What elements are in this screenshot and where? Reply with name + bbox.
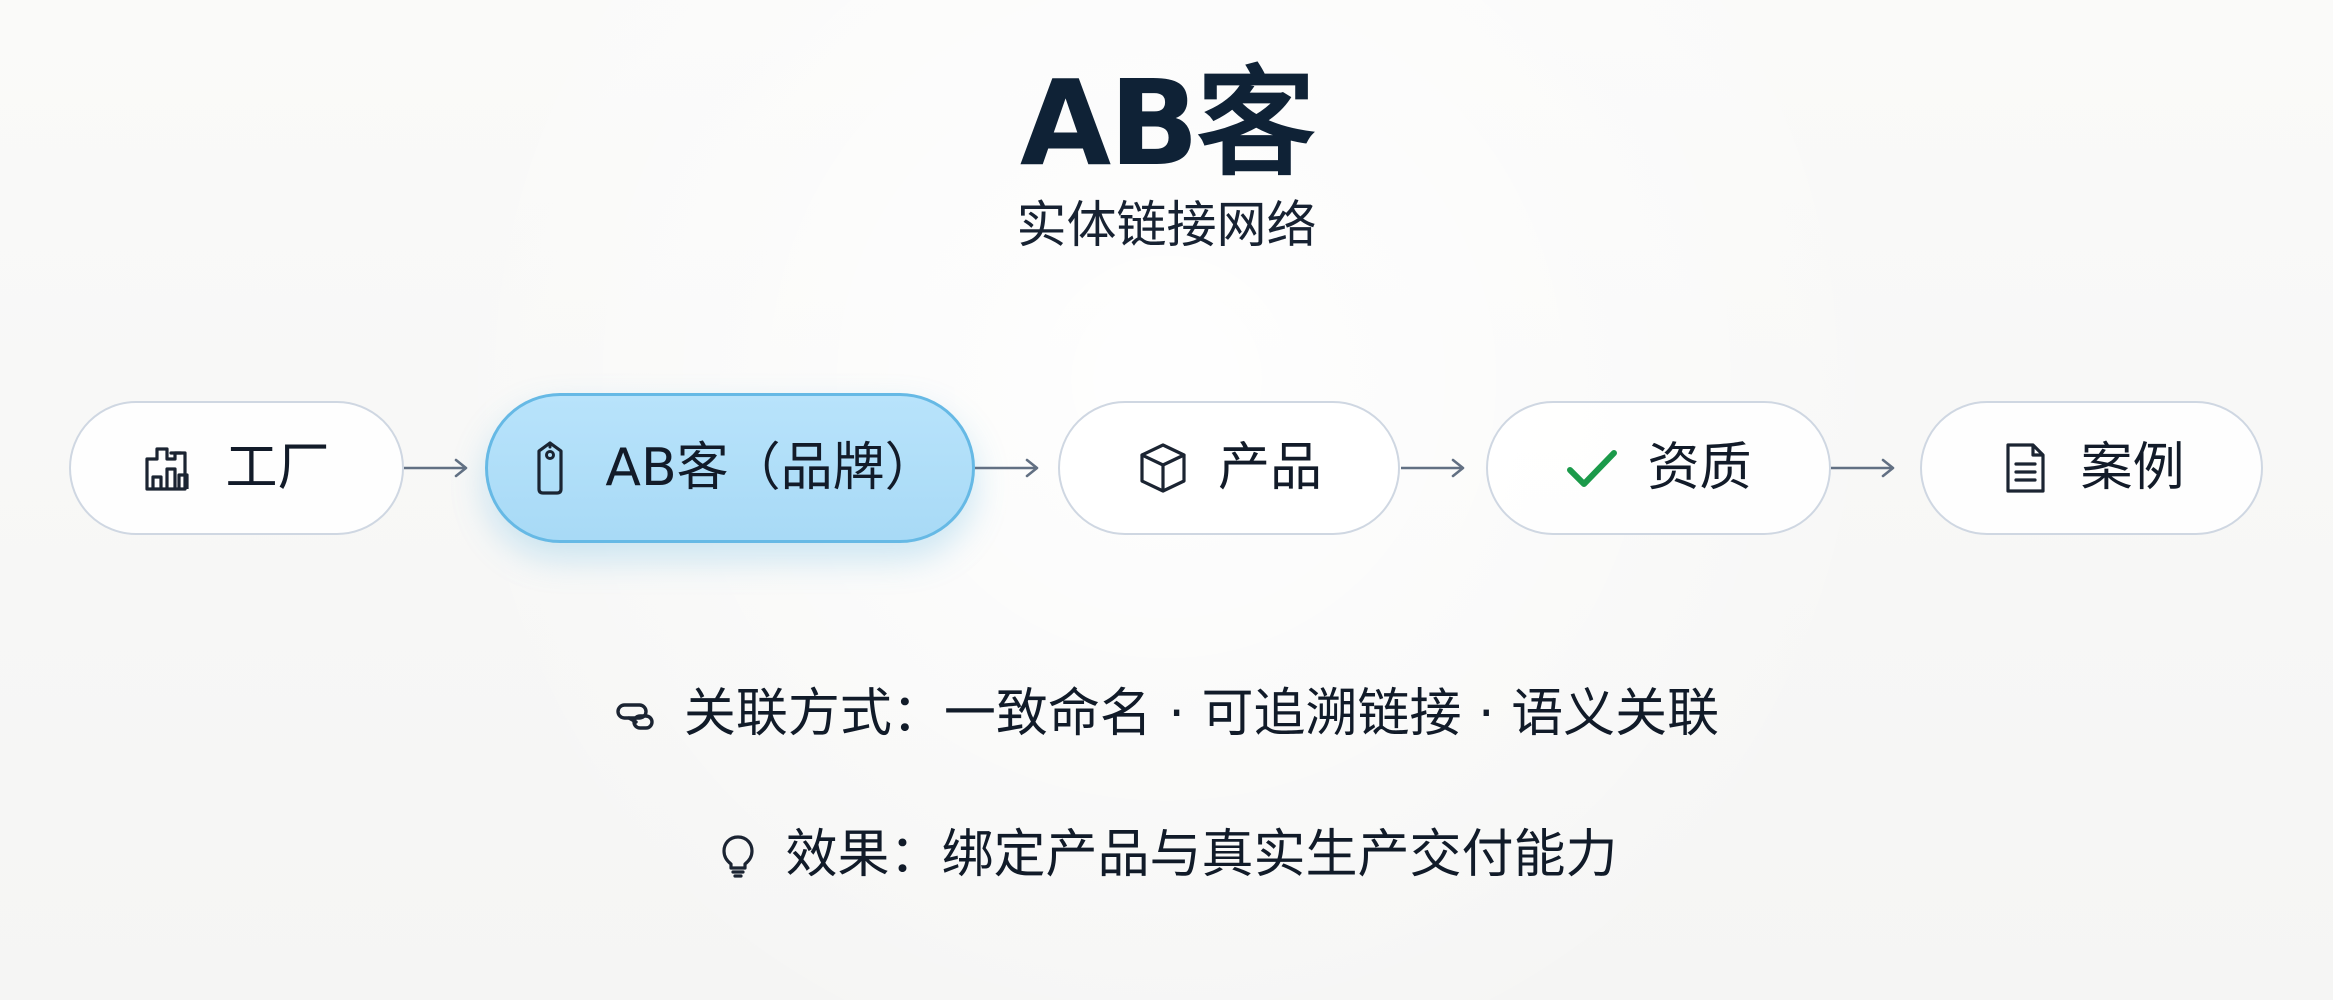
- factory-icon: [145, 447, 190, 491]
- link-icon: [616, 703, 654, 730]
- node-case: 案例: [1920, 401, 2263, 535]
- association-text: 关联方式：一致命名 · 可追溯链接 · 语义关联: [683, 684, 1720, 744]
- node-product-label: 产品: [1217, 438, 1322, 498]
- diagram-subtitle: 实体链接网络: [1016, 196, 1317, 254]
- checkmark-icon: [1567, 450, 1618, 487]
- connector-arrow-3: [1401, 458, 1465, 478]
- effect-row: 效果：绑定产品与真实生产交付能力: [0, 829, 2333, 887]
- node-brand: AB客（品牌）: [485, 393, 975, 543]
- connector-arrow-1: [404, 458, 468, 478]
- lightbulb-icon: [722, 835, 755, 878]
- effect-text: 效果：绑定产品与真实生产交付能力: [785, 825, 1618, 885]
- node-case-label: 案例: [2080, 438, 2185, 498]
- connector-arrow-2: [975, 458, 1039, 478]
- node-qualification: 资质: [1486, 401, 1831, 535]
- box-icon: [1140, 443, 1186, 493]
- node-brand-label: AB客（品牌）: [605, 438, 937, 498]
- node-product: 产品: [1058, 401, 1400, 535]
- node-factory-label: 工厂: [225, 438, 330, 498]
- connector-arrow-4: [1831, 458, 1895, 478]
- node-factory: 工厂: [69, 401, 404, 535]
- node-qualification-label: 资质: [1647, 438, 1752, 498]
- document-icon: [2006, 443, 2046, 493]
- association-row: 关联方式：一致命名 · 可追溯链接 · 语义关联: [0, 688, 2333, 746]
- tag-icon: [537, 441, 563, 495]
- diagram-title: AB客: [1019, 54, 1315, 192]
